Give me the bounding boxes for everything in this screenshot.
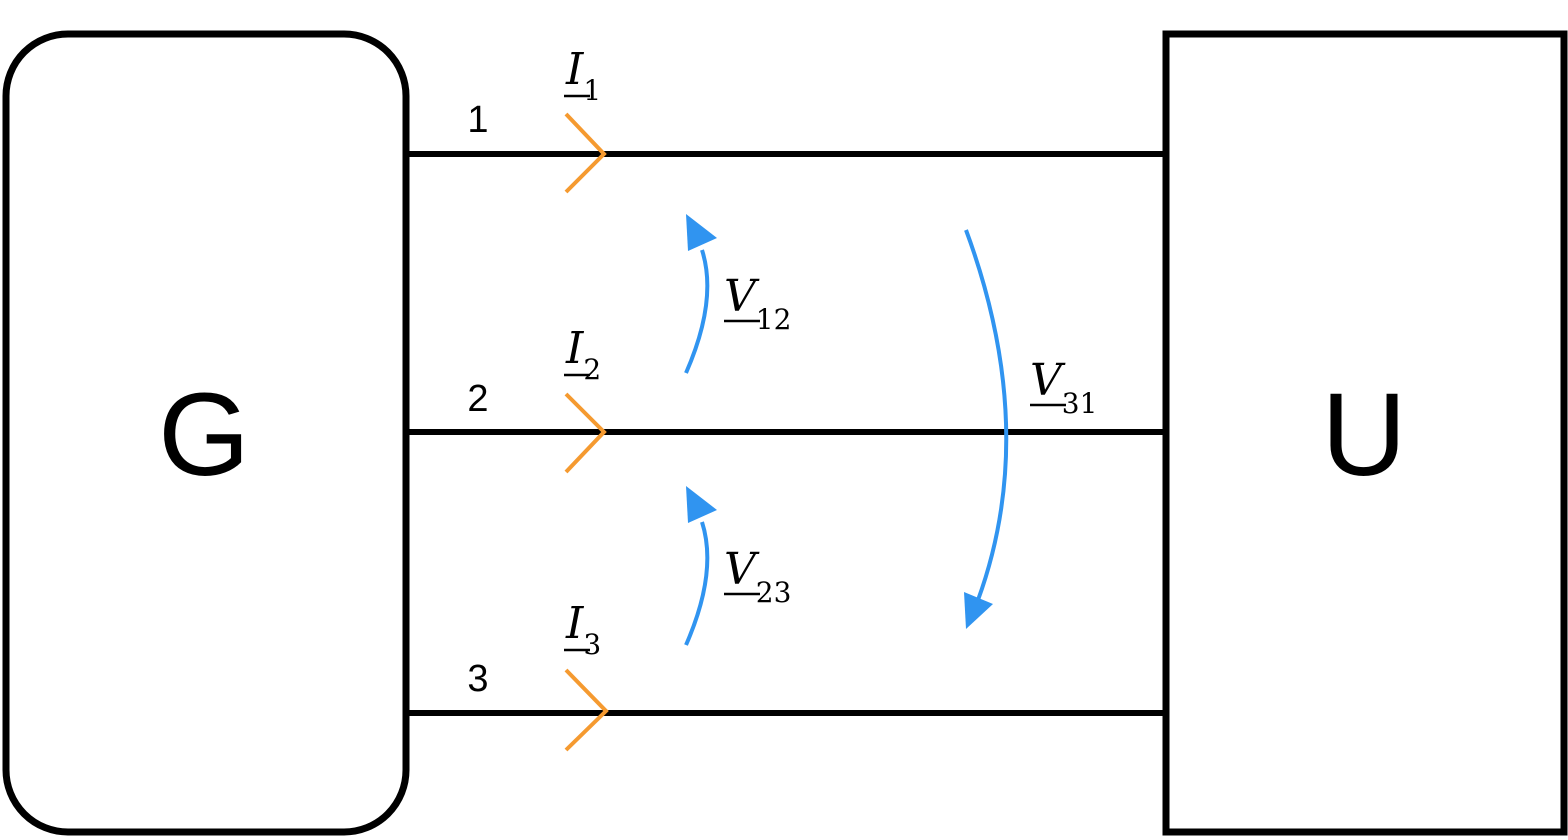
voltage-12-label: V12 — [724, 271, 791, 336]
current-2-label: I2 — [565, 323, 601, 386]
voltage-23-arrowhead-icon — [686, 486, 717, 523]
current-2-subscript: 2 — [583, 353, 601, 386]
line-3: 3 I3 — [406, 598, 1166, 752]
current-3-arrow-icon — [564, 668, 609, 752]
voltage-23-arc — [684, 521, 710, 646]
voltage-31-subscript: 31 — [1062, 387, 1098, 420]
generator-label: G — [158, 369, 250, 501]
load-block: U — [1162, 30, 1568, 836]
current-1-symbol: I — [565, 44, 585, 95]
load-label: U — [1321, 369, 1406, 501]
voltage-12-arrowhead-icon — [686, 214, 717, 251]
current-3-label: I3 — [565, 598, 601, 661]
line-1-number: 1 — [467, 99, 488, 141]
voltage-23-subscript: 23 — [756, 576, 792, 609]
line-2: 2 I2 — [406, 323, 1166, 474]
voltage-31-symbol: V — [1030, 355, 1066, 406]
current-1-arrow-icon — [564, 112, 607, 194]
voltage-31-label: V31 — [1030, 355, 1097, 420]
line-3-number: 3 — [467, 658, 488, 700]
voltage-23-label: V23 — [724, 544, 791, 609]
current-1-subscript: 1 — [583, 74, 601, 107]
voltage-31: V31 — [964, 229, 1097, 629]
current-3-symbol: I — [565, 598, 585, 649]
line-2-number: 2 — [467, 378, 488, 420]
current-1-label: I1 — [565, 44, 601, 107]
line-1: 1 I1 — [406, 44, 1166, 194]
current-3-subscript: 3 — [583, 628, 601, 661]
voltage-12-arc — [684, 249, 710, 374]
load-box — [1162, 30, 1568, 836]
current-2-symbol: I — [565, 323, 585, 374]
voltage-12-symbol: V — [724, 271, 760, 322]
voltage-12-subscript: 12 — [756, 303, 792, 336]
voltage-12: V12 — [684, 214, 791, 374]
voltage-23-symbol: V — [724, 544, 760, 595]
voltage-31-arc — [964, 229, 1009, 601]
voltage-31-arrowhead-icon — [964, 592, 993, 629]
voltage-23: V23 — [684, 486, 791, 646]
generator-block: G — [2, 30, 410, 836]
current-2-arrow-icon — [564, 392, 607, 474]
